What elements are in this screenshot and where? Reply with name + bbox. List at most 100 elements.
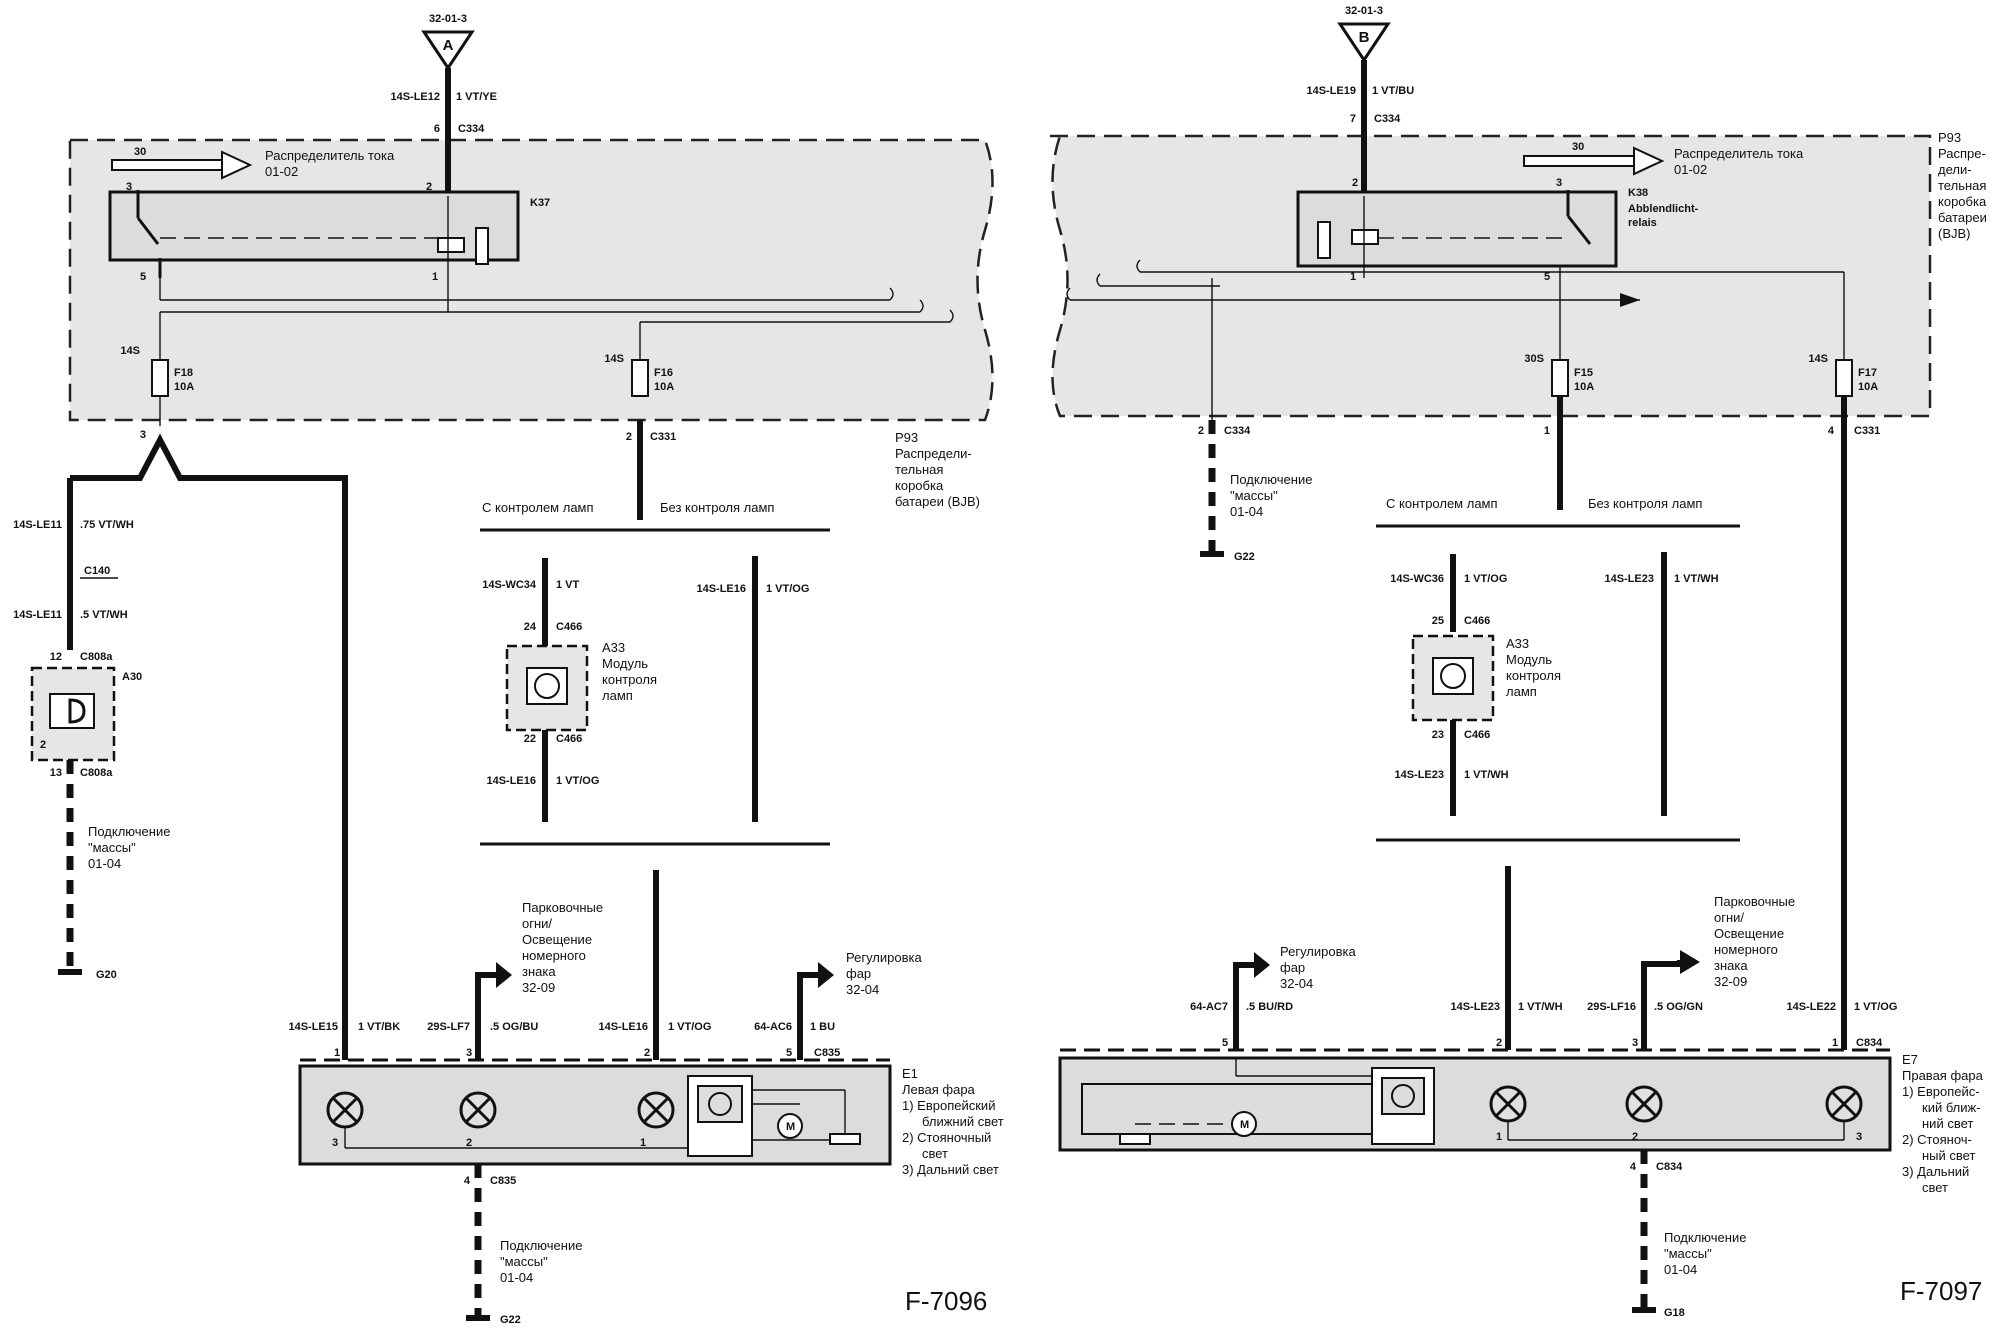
parking-label-left: Парковочные огни/ Освещение номерного зн…: [522, 900, 603, 995]
head-right-pin-3: 3: [1632, 1037, 1638, 1049]
connector-b: 32-01-3 B: [1337, 5, 1391, 63]
svg-text:знака: знака: [522, 964, 556, 979]
k37-pin3: 3: [126, 181, 132, 193]
svg-text:1) Европейс-: 1) Европейс-: [1902, 1084, 1980, 1099]
svg-text:Регулировка: Регулировка: [1280, 944, 1356, 959]
connector-b-ref: 32-01-3: [1345, 5, 1383, 17]
headlamp-e1: M 3 2 1: [298, 1064, 892, 1166]
feed-arrow-left: 30 Распределитель тока 01-02: [111, 146, 395, 180]
head-right-pin-1: 1: [1832, 1037, 1838, 1049]
svg-text:32-04: 32-04: [1280, 976, 1313, 991]
a33-bottom-pin-left: 22: [524, 733, 536, 745]
head-left-pin-3: 3: [466, 1047, 472, 1059]
svg-text:1) Европейский: 1) Европейский: [902, 1098, 995, 1113]
svg-text:P93: P93: [895, 430, 918, 445]
svg-text:32-09: 32-09: [1714, 974, 1747, 989]
feed-arrow-right: 30 Распределитель тока 01-02: [1523, 141, 1804, 177]
ground-label-bjb-right: Подключение "массы" 01-04: [1230, 472, 1312, 519]
f15-out-pin: 1: [1544, 425, 1550, 437]
wire-le11b-spec: .5 VT/WH: [80, 609, 128, 621]
connector-a-letter: A: [443, 37, 454, 54]
svg-text:тельная: тельная: [895, 462, 943, 477]
feed-ref-right: 01-02: [1674, 162, 1707, 177]
gnd-head-conn-left: C835: [490, 1175, 516, 1187]
svg-text:Модуль: Модуль: [1506, 652, 1552, 667]
wire-le16-right-circuit: 14S-LE16: [696, 583, 746, 595]
fuse-f15: [1551, 359, 1569, 397]
svg-text:"массы": "массы": [1230, 488, 1278, 503]
wire-ac6: [797, 972, 818, 1060]
svg-text:32-09: 32-09: [522, 980, 555, 995]
svg-text:32-04: 32-04: [846, 982, 879, 997]
svg-text:ный свет: ный свет: [1922, 1148, 1975, 1163]
fuse-f15-name: F15: [1574, 367, 1593, 379]
gnd-c334-pin: 2: [1198, 425, 1204, 437]
wire-le12-spec: 1 VT/YE: [456, 91, 497, 103]
without-ctrl-left: Без контроля ламп: [660, 500, 774, 515]
svg-text:M: M: [786, 1121, 795, 1133]
bjb-out-pin-left: 3: [140, 429, 146, 441]
svg-text:ний свет: ний свет: [1922, 1116, 1973, 1131]
svg-text:коробка: коробка: [895, 478, 944, 493]
svg-text:"массы": "массы": [88, 840, 136, 855]
lamp-icon: [1625, 1085, 1663, 1123]
lamp-icon: [326, 1091, 364, 1129]
wire-le16-low-circuit: 14S-LE16: [486, 775, 536, 787]
a30-inner-pin: 2: [40, 739, 46, 751]
svg-text:"массы": "массы": [500, 1254, 548, 1269]
svg-text:Левая фара: Левая фара: [902, 1082, 976, 1097]
relay-k38-name-2: relais: [1628, 217, 1657, 229]
svg-text:батареи: батареи: [1938, 210, 1987, 225]
a30-conn-top: C808a: [80, 651, 113, 663]
svg-text:свет: свет: [922, 1146, 948, 1161]
svg-text:01-04: 01-04: [1664, 1262, 1697, 1277]
svg-text:Освещение: Освещение: [1714, 926, 1784, 941]
svg-text:Регулировка: Регулировка: [846, 950, 922, 965]
wire-lf7-spec: .5 OG/BU: [490, 1021, 538, 1033]
svg-text:Распредели-: Распредели-: [895, 446, 972, 461]
wire-wc36-spec: 1 VT/OG: [1464, 573, 1507, 585]
gnd-head-pin-left: 4: [464, 1175, 471, 1187]
fuse-f18: [151, 359, 169, 397]
lamp-icon: [1489, 1085, 1527, 1123]
a33-top-pin-right: 25: [1432, 615, 1444, 627]
module-a30: A30 2: [30, 666, 142, 762]
wire-le15-circuit: 14S-LE15: [288, 1021, 338, 1033]
relay-k38-id: K38: [1628, 187, 1648, 199]
svg-text:Парковочные: Парковочные: [522, 900, 603, 915]
k38-pin1: 1: [1350, 271, 1356, 283]
svg-text:контроля: контроля: [1506, 668, 1561, 683]
svg-text:Правая фара: Правая фара: [1902, 1068, 1984, 1083]
fuse-f18-rating: 10A: [174, 381, 194, 393]
leveling-label-right: Регулировка фар 32-04: [1280, 944, 1356, 991]
wire-ac7: [1233, 962, 1254, 1050]
ground-id-g20: G20: [96, 969, 117, 981]
head-left-pin-1: 1: [334, 1047, 340, 1059]
lamp-monitor-icon: [708, 1092, 732, 1116]
ground-label-a30: Подключение "массы" 01-04: [88, 824, 170, 871]
without-ctrl-right: Без контроля ламп: [1588, 496, 1702, 511]
wire-le23-right-spec: 1 VT/WH: [1674, 573, 1719, 585]
fuse-f15-rating: 10A: [1574, 381, 1594, 393]
fuse-f16-pin: 14S: [604, 353, 624, 365]
with-ctrl-right: С контролем ламп: [1386, 496, 1498, 511]
head-right-pin-5: 5: [1222, 1037, 1228, 1049]
a33-bottom-conn-left: C466: [556, 733, 582, 745]
head-right-inner-1: 1: [1496, 1131, 1502, 1143]
svg-text:контроля: контроля: [602, 672, 657, 687]
feed-num-left: 30: [134, 146, 146, 158]
fuse-f17-name: F17: [1858, 367, 1877, 379]
c334-left: C334: [458, 123, 485, 135]
wire-ac7-spec: .5 BU/RD: [1246, 1001, 1293, 1013]
k38-pin3: 3: [1556, 177, 1562, 189]
lamp-monitor-icon: [1391, 1084, 1415, 1108]
k37-pin5: 5: [140, 271, 146, 283]
svg-text:Парковочные: Парковочные: [1714, 894, 1795, 909]
fuse-f18-name: F18: [174, 367, 193, 379]
svg-text:P93: P93: [1938, 130, 1961, 145]
gnd-head-pin-right: 4: [1630, 1161, 1637, 1173]
relay-k38-name-1: Abblendlicht-: [1628, 203, 1699, 215]
wire-le15-spec: 1 VT/BK: [358, 1021, 400, 1033]
svg-text:E7: E7: [1902, 1052, 1918, 1067]
figure-id-right: F-7097: [1900, 1276, 1982, 1306]
